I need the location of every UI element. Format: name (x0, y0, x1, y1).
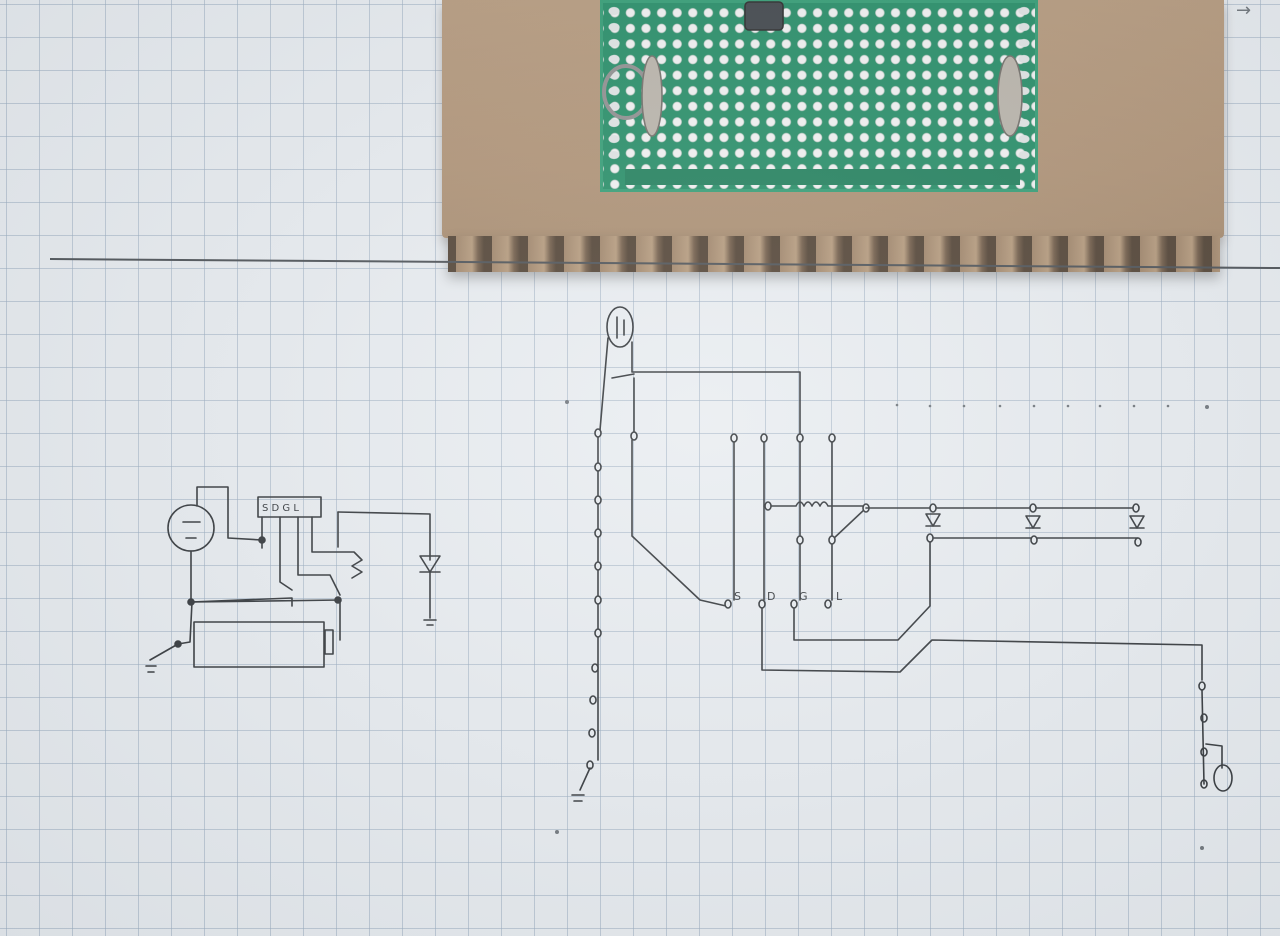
pcb-components (602, 1, 1023, 137)
perfboard-pcb (600, 0, 1038, 192)
pin-label-s: S (734, 590, 741, 603)
pcb-column-labels (625, 169, 1020, 185)
arrow-icon: → (1236, 0, 1252, 21)
pin-label-g: G (799, 590, 808, 603)
left-schematic: S D G L (145, 486, 441, 673)
chip-label: S D G L (262, 503, 299, 514)
pin-label-d: D (767, 590, 775, 603)
pin-label-l: L (836, 590, 843, 603)
pcb-left-pad-strip (603, 3, 625, 163)
right-schematic: S D G L (555, 306, 1233, 850)
